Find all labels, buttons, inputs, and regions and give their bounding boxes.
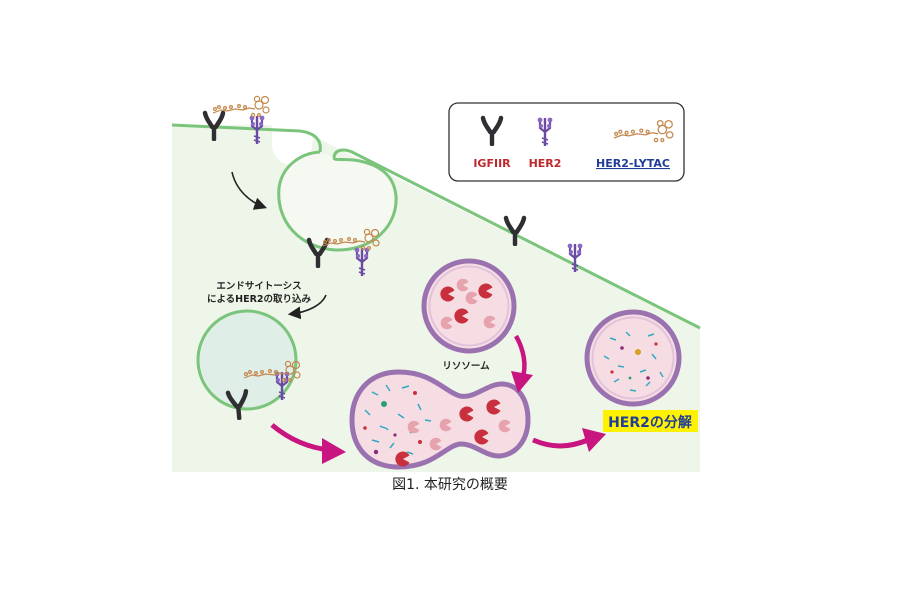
arrow-to-endocytosis (231, 171, 268, 210)
arrowhead-lysosome-to-fusion (511, 371, 533, 393)
arrowhead-fusion-to-degradation (582, 428, 606, 452)
fusion-compartment (349, 369, 531, 470)
plasma-membrane-left (171, 123, 322, 153)
plasma-membrane-right (332, 148, 701, 330)
fusion-dots (363, 391, 422, 455)
legend-box (448, 102, 685, 182)
legend-lytac-label: HER2-LYTAC (596, 157, 670, 170)
degradation-dots (610, 342, 658, 380)
arrow-fusion-to-degradation (532, 437, 589, 449)
lysosome-label: リソソーム (442, 361, 490, 372)
endocytosis-label-2: によるHER2の取り込み (207, 293, 312, 305)
arrowhead-endosome-to-fusion (322, 438, 346, 464)
degradation-highlight (603, 410, 698, 432)
lysosome (421, 258, 517, 354)
degradation-fragments (603, 331, 664, 392)
legend-her2-label: HER2 (529, 157, 562, 170)
degraded-lysosome (584, 309, 682, 407)
endocytosis-label-1: エンドサイトーシス (216, 281, 301, 292)
endocytic-pit (277, 150, 398, 252)
legend-igf2r-label: IGFIIR (473, 157, 511, 170)
endosome (196, 309, 298, 411)
figure-caption: 図1. 本研究の概要 (392, 477, 508, 493)
degradation-label: HER2の分解 (608, 414, 692, 431)
arrow-to-endosome (287, 294, 327, 320)
